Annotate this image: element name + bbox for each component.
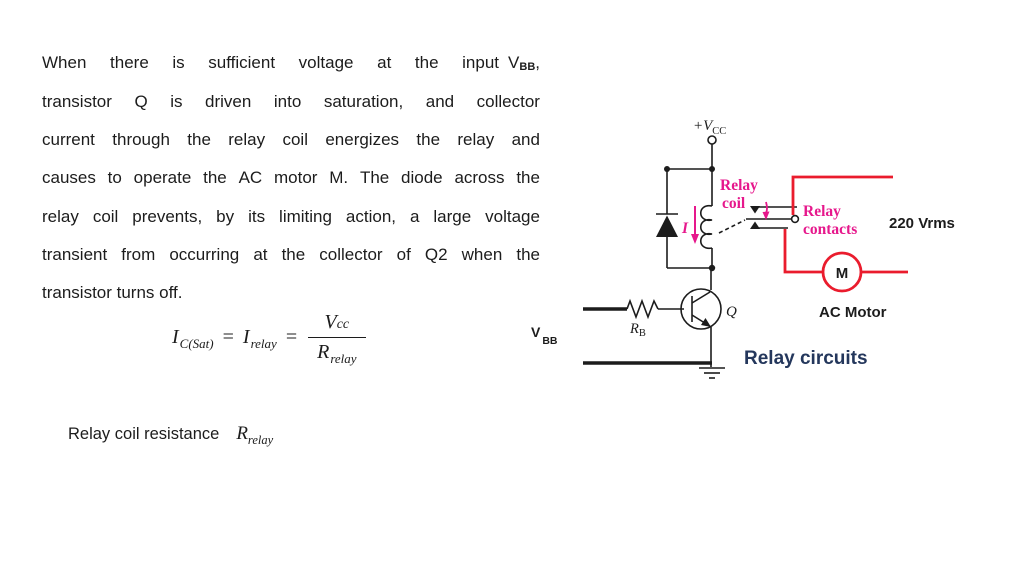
vbb-inline-symbol: VBB, — [508, 53, 540, 74]
saturation-current-formula: IC(Sat) = Irelay = Vcc Rrelay — [172, 311, 366, 365]
note-label: Relay coil resistance — [68, 425, 220, 443]
relay-coil-label-2: coil — [722, 195, 746, 212]
relay-coil-label: Relay — [720, 177, 758, 194]
relay-contacts — [746, 201, 800, 229]
ground-symbol — [699, 363, 725, 379]
equals-sign: = — [222, 326, 234, 348]
coil-current-arrow — [691, 206, 699, 244]
ic-sat-term: IC(Sat) — [172, 326, 214, 351]
transistor-q — [680, 268, 722, 363]
ac-motor: M — [821, 251, 863, 293]
ac-supply-wires — [783, 175, 908, 274]
relay-contacts-label: Relay — [803, 203, 841, 220]
equals-sign: = — [285, 326, 298, 348]
motor-letter: M — [836, 265, 849, 282]
relay-coil — [699, 169, 716, 272]
current-label: I — [681, 220, 689, 237]
flyback-diode — [656, 169, 712, 269]
relay-contacts-label-2: contacts — [803, 221, 857, 238]
base-resistor-rb — [583, 298, 684, 320]
ac-voltage-label: 220 Vrms — [889, 215, 955, 232]
top-wire — [664, 166, 715, 172]
fraction: Vcc Rrelay — [308, 311, 366, 365]
vcc-label: +VCC — [693, 118, 726, 137]
transistor-label: Q — [726, 304, 737, 320]
vcc-terminal — [707, 135, 717, 169]
diagram-caption: Relay circuits — [744, 348, 868, 369]
r-relay-symbol: Rrelay — [236, 423, 274, 447]
ac-motor-label: AC Motor — [819, 304, 887, 321]
fraction-denominator: Rrelay — [308, 337, 366, 365]
relay-coil-resistance-note: Relay coil resistance Rrelay — [68, 423, 274, 447]
mechanical-link-dashed — [718, 219, 746, 234]
irelay-term: Irelay — [242, 326, 277, 351]
rb-label: RB — [629, 321, 646, 339]
paragraph-line: transistor turns off. — [42, 283, 183, 303]
fraction-numerator: Vcc — [324, 311, 350, 333]
vbb-label: VBB — [531, 324, 558, 347]
